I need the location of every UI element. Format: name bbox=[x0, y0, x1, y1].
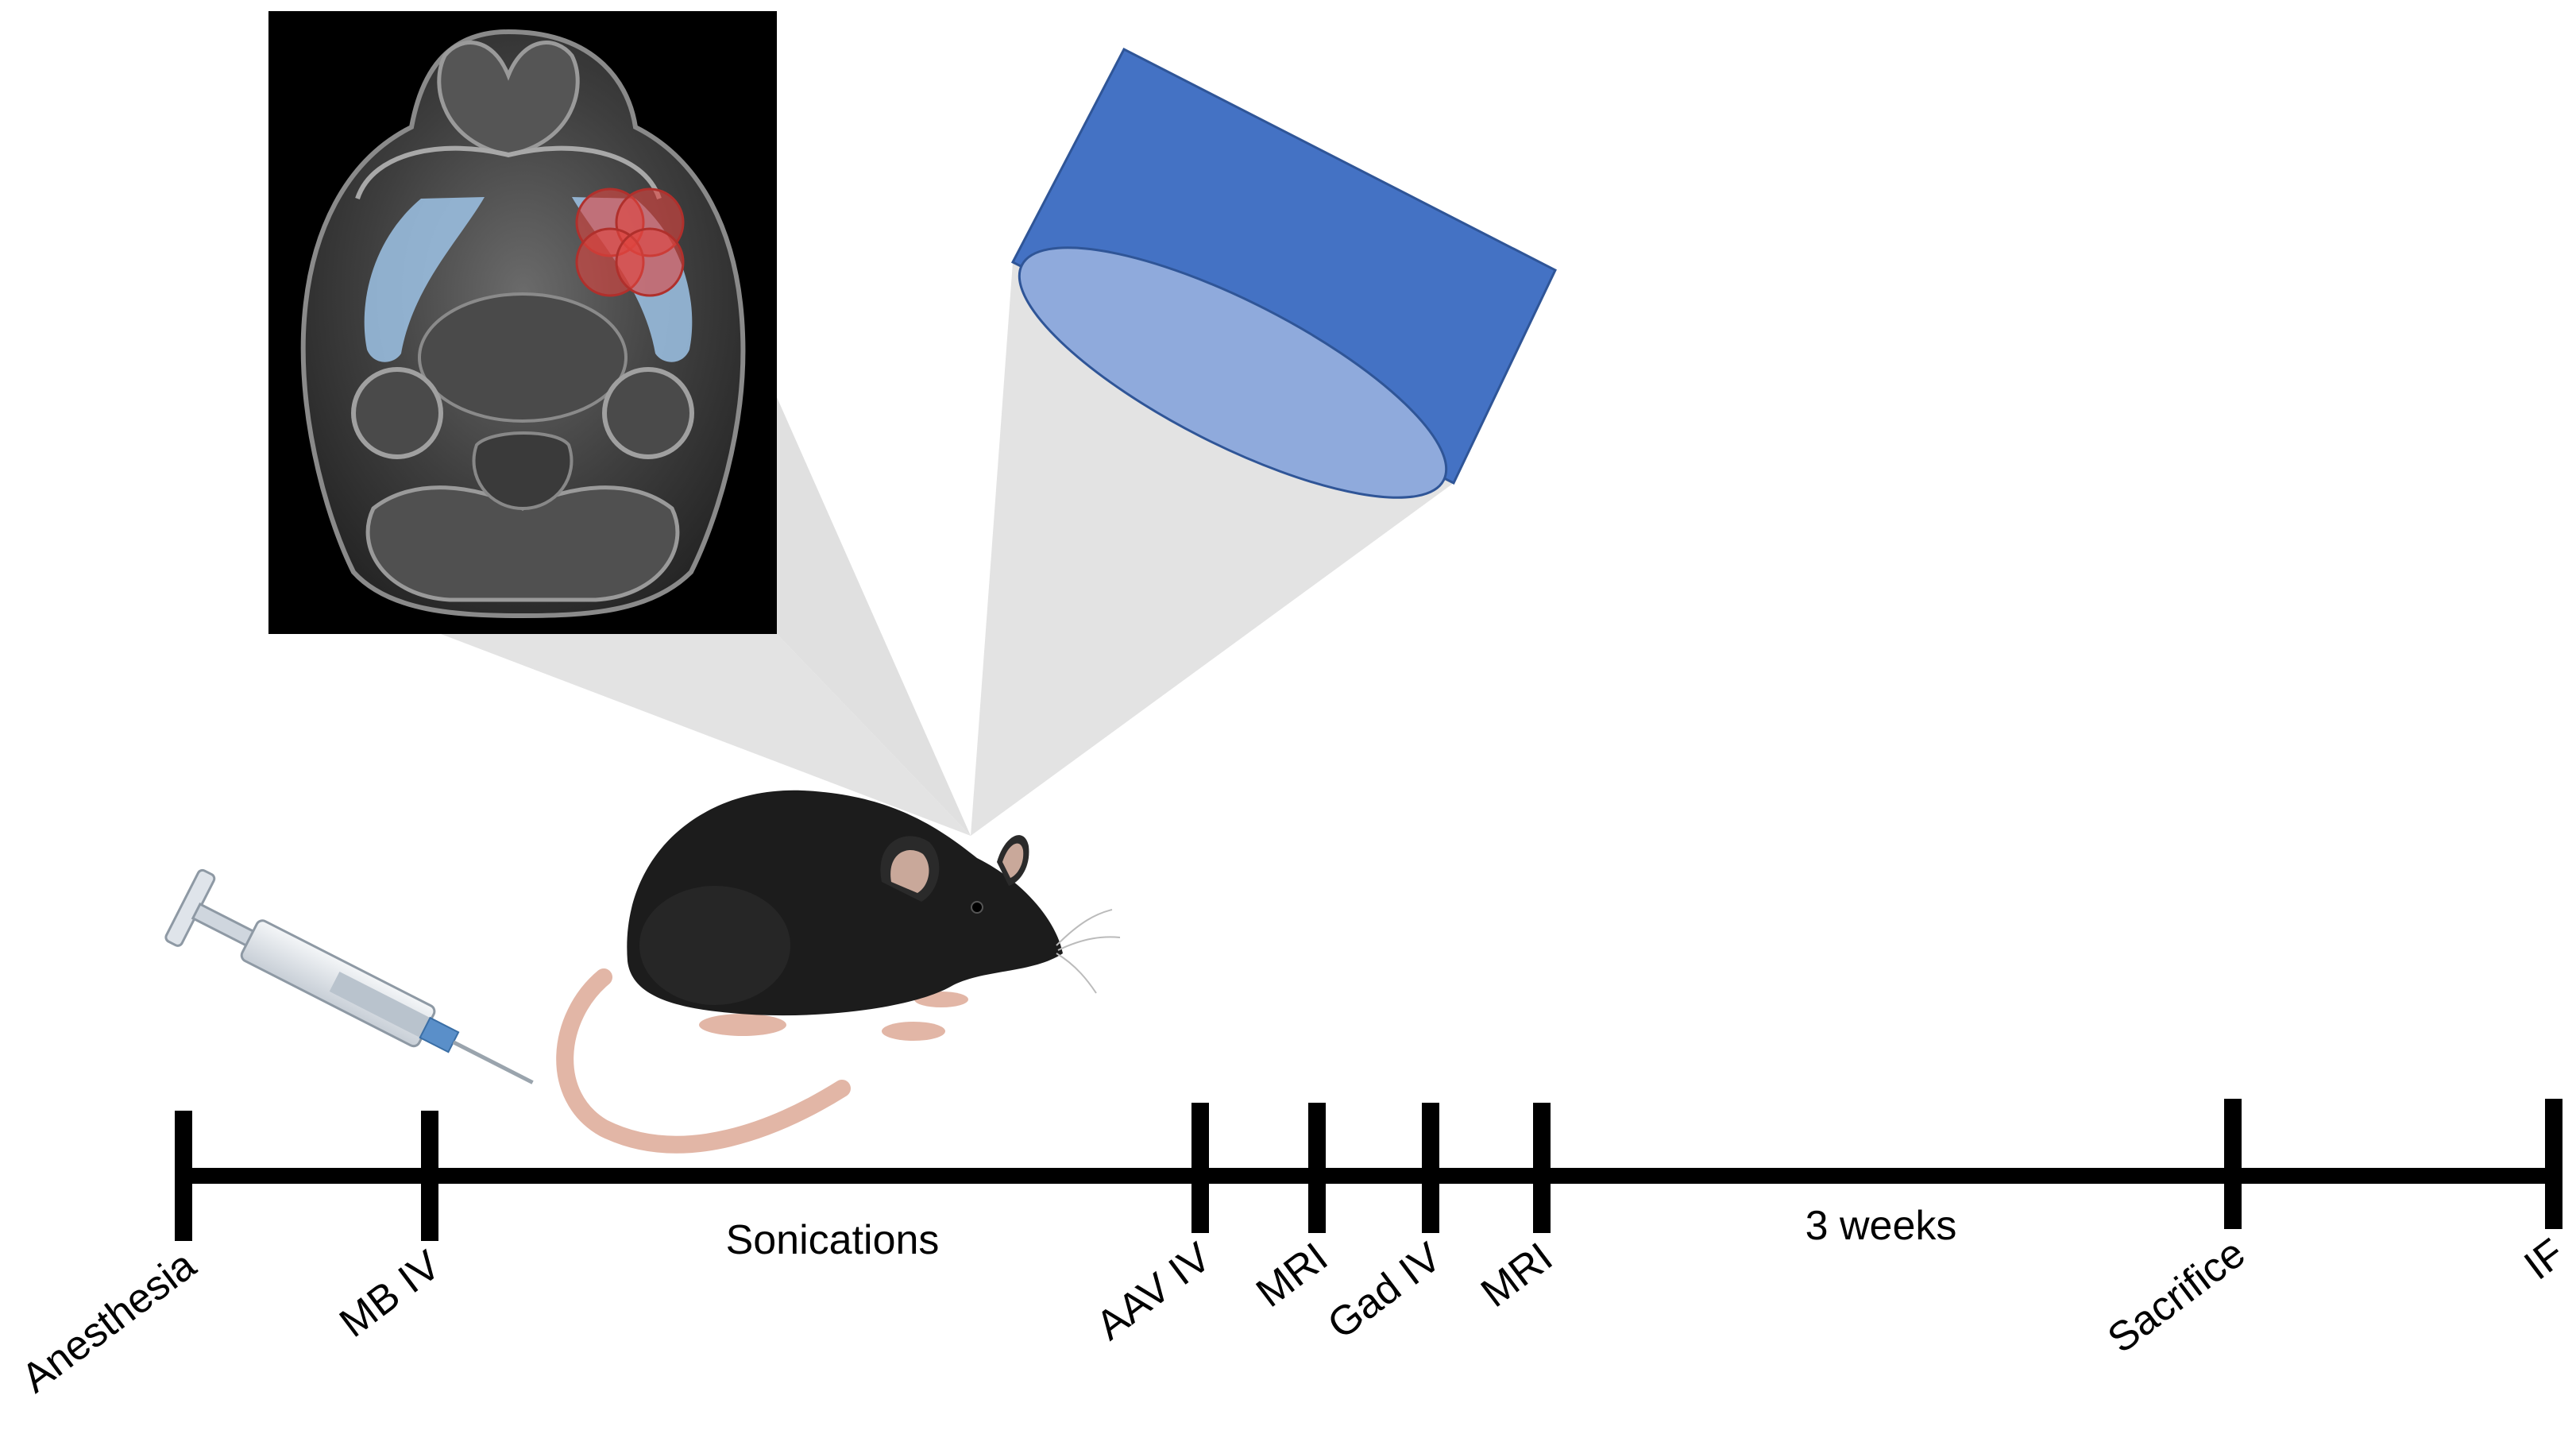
timeline-tick-mb-iv bbox=[421, 1111, 438, 1241]
thalamus bbox=[418, 292, 628, 423]
event-label-aav-iv: AAV IV bbox=[1088, 1234, 1220, 1349]
event-label-gad-iv: Gad IV bbox=[1319, 1234, 1450, 1348]
brainstem bbox=[472, 431, 574, 511]
timeline-tick-sacrifice bbox=[2224, 1099, 2242, 1229]
timeline-tick-if bbox=[2545, 1099, 2562, 1229]
mouse-ear-inner bbox=[890, 850, 929, 893]
brain-mri-inset bbox=[268, 11, 777, 634]
cerebellum bbox=[365, 485, 680, 602]
mouse-eye bbox=[971, 901, 983, 914]
event-label-anesthesia: Anesthesia bbox=[14, 1242, 204, 1401]
timeline-tick-gad-iv bbox=[1422, 1103, 1439, 1233]
timeline-tick-anesthesia bbox=[175, 1111, 192, 1241]
beam-to-inset-right bbox=[777, 397, 971, 836]
period-label-sonications: Sonications bbox=[726, 1217, 940, 1263]
timeline-tick-aav-iv bbox=[1191, 1103, 1209, 1233]
mouse-back-foot bbox=[699, 1014, 786, 1036]
striatum-overlay-left bbox=[364, 197, 485, 362]
mouse-tail bbox=[556, 968, 851, 1154]
timeline-tick-mri-1 bbox=[1308, 1103, 1326, 1233]
event-label-mb-iv: MB IV bbox=[331, 1242, 449, 1347]
beam-to-inset bbox=[441, 634, 971, 836]
mouse-front-foot bbox=[882, 1022, 945, 1041]
hippocampus-right bbox=[602, 367, 694, 459]
mouse-icon bbox=[556, 790, 1121, 1154]
syringe-fluid bbox=[329, 971, 431, 1038]
event-label-mri-1: MRI bbox=[1248, 1234, 1336, 1316]
event-label-mri-2: MRI bbox=[1473, 1234, 1561, 1316]
syringe-needle bbox=[452, 1040, 534, 1084]
target-spot bbox=[615, 227, 685, 297]
olfactory-bulbs bbox=[437, 41, 580, 157]
hippocampus-left bbox=[351, 367, 443, 459]
cortex-ridge bbox=[355, 145, 662, 199]
timeline: Sonications 3 weeks Anesthesia MB IV AAV… bbox=[14, 1099, 2573, 1401]
mouse-whiskers bbox=[1056, 909, 1121, 994]
transducer-face bbox=[1018, 246, 1448, 499]
timeline-tick-mri-2 bbox=[1533, 1103, 1551, 1233]
mouse-ear-2-inner bbox=[1002, 843, 1024, 878]
syringe-icon bbox=[164, 868, 534, 1084]
period-label-3-weeks: 3 weeks bbox=[1806, 1203, 1957, 1249]
event-label-sacrifice: Sacrifice bbox=[2099, 1230, 2254, 1362]
event-label-if: IF bbox=[2516, 1230, 2573, 1289]
beam-shadow bbox=[441, 262, 1454, 836]
sonication-targets bbox=[575, 187, 685, 297]
beam-to-transducer bbox=[971, 262, 1454, 836]
transducer-icon bbox=[1010, 47, 1557, 499]
mouse-haunch bbox=[639, 886, 790, 1005]
